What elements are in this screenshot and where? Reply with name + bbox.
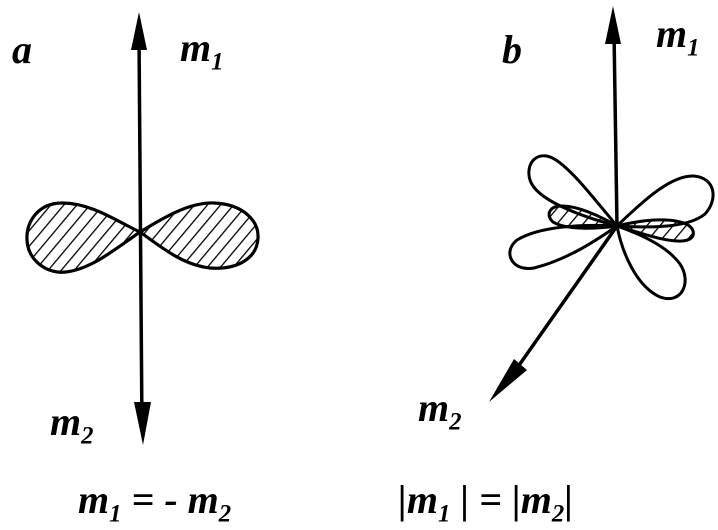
panel-a-m1-label: m1 <box>180 28 224 75</box>
panel-b-m2-arrowhead <box>489 359 527 402</box>
panel-a-m2-arrowhead <box>134 402 151 445</box>
panel-a-left-lobe <box>25 201 142 274</box>
panel-b-eq-rhs-base: m <box>520 477 552 522</box>
panel-b-eq-middle: | = | <box>450 477 521 522</box>
panel-b-m1-sub: 1 <box>687 34 700 62</box>
panel-b-m1-label: m1 <box>656 14 700 61</box>
panel-a-equation: m1 = - m2 <box>78 480 231 527</box>
panel-a-m1-base: m <box>180 25 212 70</box>
panel-b-eq-close: | <box>564 477 574 522</box>
panel-b-eq-rhs-sub: 2 <box>551 500 565 528</box>
panel-b-m2-base: m <box>418 385 450 430</box>
panel-b-lower-right-lobe <box>615 224 687 301</box>
panel-b-eq-lhs-base: m <box>406 477 438 522</box>
panel-a-eq-middle: = - <box>121 477 188 522</box>
panel-b-eq-lhs-sub: 1 <box>437 500 451 528</box>
panel-b-letter: b <box>502 27 522 72</box>
panel-a-m2-base: m <box>50 399 82 444</box>
panel-b-equation: |m1 | = |m2| <box>398 480 573 527</box>
panel-b-m1-base: m <box>656 11 688 56</box>
panel-b-diagram <box>489 6 715 402</box>
panel-a-eq-lhs-sub: 1 <box>109 500 122 528</box>
panel-b-m1-arrowhead <box>605 6 621 44</box>
panel-b-m2-sub: 2 <box>449 408 462 436</box>
panel-a-diagram <box>25 12 260 445</box>
panel-a-m1-arrowhead <box>131 12 147 50</box>
panel-b-m1-axis <box>612 31 619 227</box>
panel-a-m2-sub: 2 <box>81 422 94 450</box>
panel-b-eq-open: | <box>398 477 407 522</box>
panel-a-eq-rhs-sub: 2 <box>218 500 232 528</box>
panel-a-letter: a <box>12 27 32 72</box>
panel-a-m2-label: m2 <box>50 402 94 449</box>
panel-b-hatched-right-lobe <box>615 218 695 243</box>
panel-a-right-lobe <box>138 201 260 270</box>
panel-b-m2-label: m2 <box>418 388 462 435</box>
panel-a-eq-lhs-base: m <box>78 477 110 522</box>
panel-a-m1-sub: 1 <box>211 48 224 76</box>
panel-b-hatched-left-lobe <box>547 204 619 230</box>
panel-a-eq-rhs-base: m <box>187 477 219 522</box>
panel-b-m2-axis <box>501 224 619 390</box>
